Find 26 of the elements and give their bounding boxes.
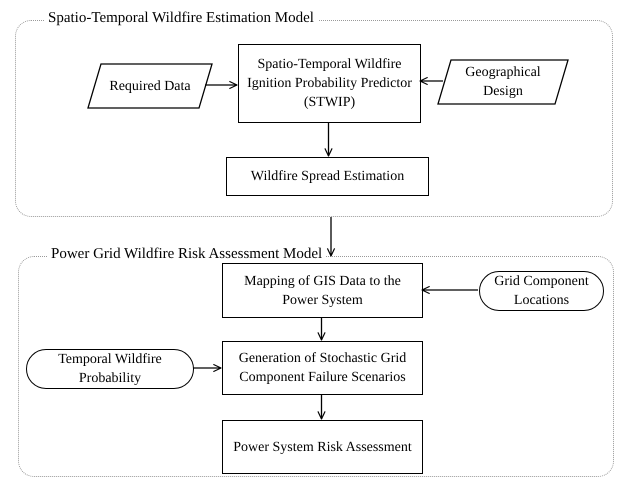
node-label: Mapping of GIS Data to the Power System	[243, 272, 402, 310]
process-box	[226, 157, 429, 196]
arrow	[317, 394, 326, 420]
node-label: Required Data	[108, 78, 192, 96]
arrow	[326, 217, 336, 257]
terminal-shape	[26, 349, 194, 389]
node-label: Generation of Stochastic Grid Component Failure Scenarios	[238, 350, 408, 387]
arrow	[317, 317, 326, 341]
arrow	[419, 76, 443, 86]
process-box	[222, 420, 423, 474]
node-label: Power System Risk Assessment	[232, 438, 413, 456]
node-label: Wildfire Spread Estimation	[250, 168, 406, 186]
arrow	[421, 286, 478, 294]
process-box	[222, 341, 423, 395]
process-box	[238, 44, 421, 123]
input-parallelogram	[437, 59, 569, 105]
arrow	[205, 80, 238, 90]
node-label: Grid Component Locations	[493, 273, 590, 310]
input-parallelogram	[87, 63, 213, 109]
node-label: Geographical Design	[464, 64, 542, 101]
arrow	[324, 122, 333, 157]
arrow	[193, 364, 222, 372]
process-box	[222, 263, 423, 318]
node-label: Temporal Wildfire Probability	[57, 351, 163, 388]
node-label: Spatio-Temporal Wildfire Ignition Probability Predictor (STWIP)	[246, 56, 413, 112]
terminal-shape	[479, 271, 604, 311]
